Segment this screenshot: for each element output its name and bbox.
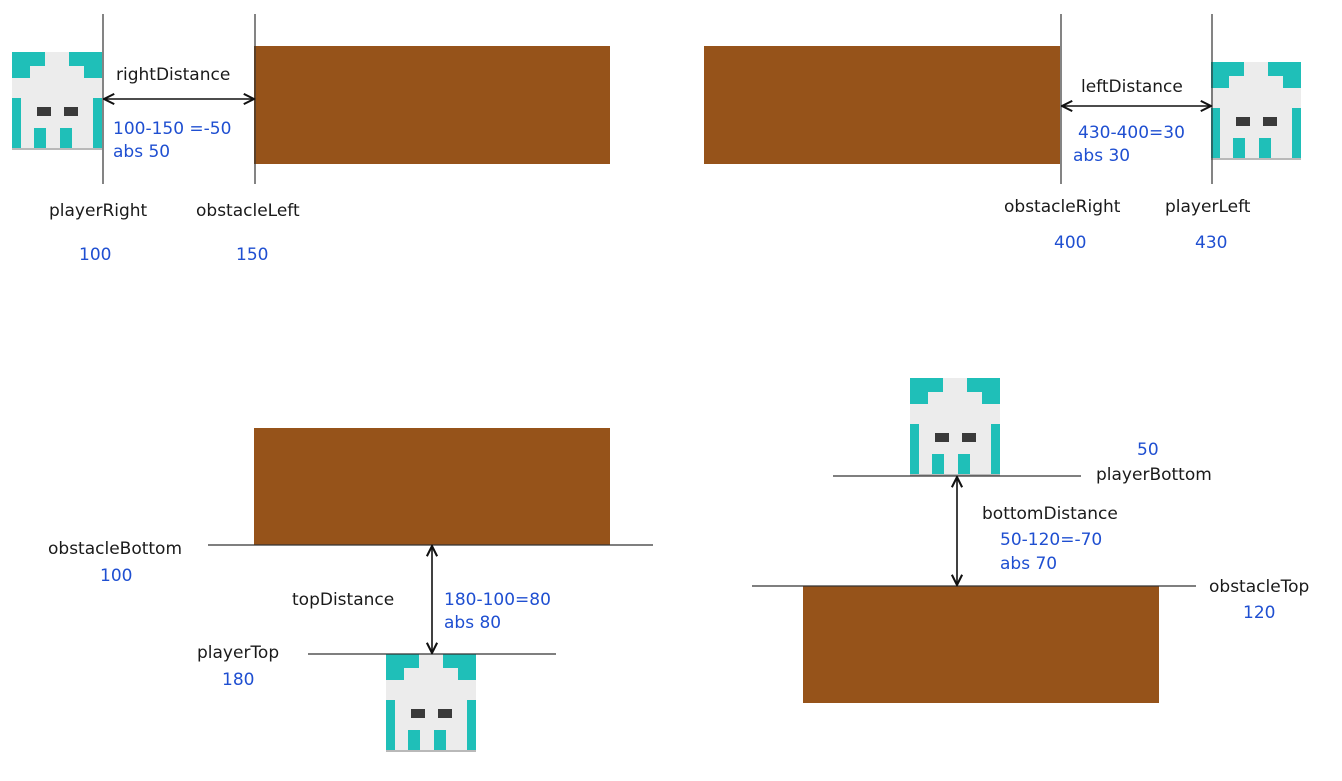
panel-right-distance: rightDistance 100-150 =-50 abs 50 player… — [12, 14, 610, 265]
player-top-label: playerTop — [197, 643, 279, 663]
obstacle-block — [704, 46, 1060, 164]
obstacle-bottom-label: obstacleBottom — [48, 539, 182, 559]
player-sprite-icon — [1211, 62, 1301, 160]
abs-line: abs 50 — [113, 142, 170, 162]
player-bottom-value: 50 — [1137, 440, 1159, 460]
player-left-label: playerLeft — [1165, 197, 1251, 217]
calc-line: 180-100=80 — [444, 590, 551, 610]
player-sprite-icon — [12, 52, 102, 150]
obstacle-top-label: obstacleTop — [1209, 577, 1309, 597]
distance-label: bottomDistance — [982, 504, 1118, 524]
obstacle-left-value: 150 — [236, 245, 268, 265]
abs-line: abs 30 — [1073, 146, 1130, 166]
distance-label: topDistance — [292, 590, 394, 610]
abs-line: abs 80 — [444, 613, 501, 633]
player-right-label: playerRight — [49, 201, 148, 221]
obstacle-bottom-value: 100 — [100, 566, 132, 586]
player-top-value: 180 — [222, 670, 254, 690]
distance-label: rightDistance — [116, 65, 230, 85]
distance-label: leftDistance — [1081, 77, 1183, 97]
calc-line: 50-120=-70 — [1000, 530, 1102, 550]
player-sprite-icon — [386, 654, 476, 752]
player-sprite-icon — [910, 378, 1000, 476]
obstacle-right-value: 400 — [1054, 233, 1086, 253]
obstacle-top-value: 120 — [1243, 603, 1275, 623]
panel-bottom-distance: 50 playerBottom bottomDistance 50-120=-7… — [752, 378, 1309, 703]
obstacle-block — [254, 428, 610, 545]
obstacle-right-label: obstacleRight — [1004, 197, 1121, 217]
calc-line: 430-400=30 — [1078, 123, 1185, 143]
player-right-value: 100 — [79, 245, 111, 265]
obstacle-left-label: obstacleLeft — [196, 201, 300, 221]
calc-line: 100-150 =-50 — [113, 119, 231, 139]
obstacle-block — [254, 46, 610, 164]
player-bottom-label: playerBottom — [1096, 465, 1212, 485]
abs-line: abs 70 — [1000, 554, 1057, 574]
player-left-value: 430 — [1195, 233, 1227, 253]
panel-top-distance: obstacleBottom 100 topDistance 180-100=8… — [48, 428, 653, 752]
obstacle-block — [803, 586, 1159, 703]
panel-left-distance: leftDistance 430-400=30 abs 30 obstacleR… — [704, 14, 1301, 253]
